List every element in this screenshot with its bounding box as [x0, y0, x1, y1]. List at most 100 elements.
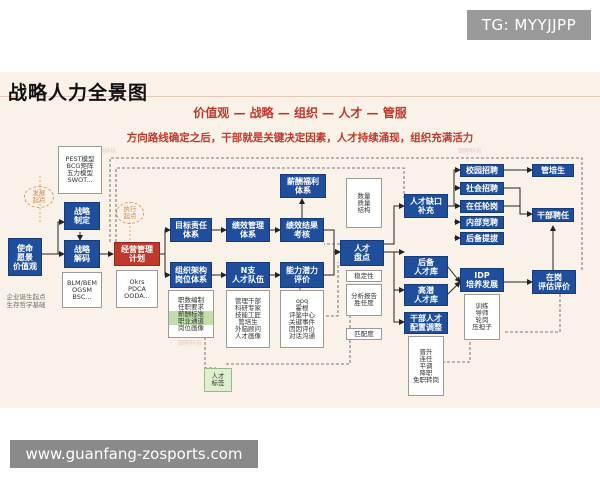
list-item: 数量 [357, 191, 371, 200]
list-item: 结构 [357, 205, 371, 214]
arrow [393, 252, 405, 293]
idp-item-list: 训练 导师 轮岗 压担子 [464, 294, 500, 340]
arrow [384, 203, 405, 245]
list-item: 压担子 [472, 323, 492, 331]
slide-title: 战略人力全景图 [8, 83, 149, 104]
adjust-item-list: 晋升 连任 平调 降职 免职转岗 [408, 336, 444, 396]
list-item: OGSM [72, 285, 92, 294]
list-item: 岗位画像 [178, 323, 204, 332]
list-item: 降职 [419, 368, 433, 377]
list-item: Okrs [129, 277, 145, 286]
node-management-trainee: 管培生 [532, 164, 574, 177]
node-mission-vision-values: 使命 愿景 价值观 [8, 238, 42, 276]
list-item: BSC... [72, 292, 92, 301]
list-item: PEST模型 [65, 155, 95, 163]
list-item: 薪酬标准 [169, 310, 213, 318]
node-reserve-promote: 后备提拔 [460, 232, 504, 245]
header-divider [0, 96, 600, 97]
list-item: SWOT... [67, 176, 93, 184]
ability-item-list: opq 霍根 评鉴中心 关键事件 因因评价 对话沟通 [280, 290, 324, 348]
inventory-bottom-list: 分析报告 胜任度 [346, 284, 382, 316]
list-item: 训练 [475, 302, 489, 310]
node-rotation: 在任轮岗 [460, 200, 504, 213]
node-performance-mgmt: 绩效管理 体系 [226, 218, 270, 242]
list-item: 五力模型 [67, 169, 93, 177]
list-item: 管培生 [238, 318, 258, 326]
list-item: 轮岗 [475, 316, 489, 324]
list-item: 晋升 [419, 347, 433, 356]
watermark: 御翔科技 [458, 148, 483, 155]
dev-start-oval: 发展 起点 [24, 186, 54, 208]
node-campus-recruit: 校园招聘 [460, 164, 504, 177]
feedback-dashed-line [504, 294, 561, 333]
node-onjob-evaluation: 在岗 评估评价 [532, 270, 576, 294]
inventory-top-list: 数量 质量 结构 [346, 178, 382, 228]
node-strategy-formulation: 战略 制定 [64, 202, 100, 230]
list-item: 霍根 [295, 304, 309, 312]
node-n-talent-teams: N支 人才队伍 [226, 262, 270, 288]
feedback-dashed-line [115, 167, 405, 242]
node-reserve-pool: 后备 人才库 [404, 256, 448, 278]
strategy-tool-list: PEST模型 BCG矩阵 五力模型 SWOT... [58, 146, 102, 194]
strategy-hr-panorama-slide: 战略人力全景图 价值观 — 战略 — 组织 — 人才 — 管服 方向路线确定之后… [0, 72, 600, 408]
inventory-match: 匹配度 [346, 328, 382, 340]
slide-subtitle: 方向路线确定之后，干部就是关键决定因素，人才持续涌现，组织充满活力 [126, 132, 474, 144]
list-item: BCG矩阵 [66, 162, 94, 170]
list-item: 技能工匠 [235, 311, 261, 319]
list-item: 免职转岗 [413, 375, 439, 384]
plan-tool-list: Okrs PDCA OODA... [116, 270, 158, 308]
list-item: 科研专家 [235, 304, 261, 312]
node-org-structure: 组织架构 岗位体系 [170, 262, 212, 288]
team-item-list: 管理干部 科研专家 技能工匠 管培生 外脑顾问 人才画像 [226, 290, 270, 348]
watermark: 御翔科技 [92, 148, 117, 155]
list-item: 职业通道 [169, 317, 213, 325]
node-ability-potential-eval: 能力潜力 评价 [280, 262, 324, 288]
arrow [447, 266, 461, 283]
exec-start-oval: 执行 起点 [116, 202, 144, 224]
node-business-plan: 经营管理 计划 [114, 242, 160, 266]
arrow [160, 227, 171, 255]
list-item: opq [295, 297, 309, 305]
list-item: 管理干部 [235, 297, 261, 305]
node-potential-pool: 高潜 人才库 [404, 284, 448, 306]
arrow [447, 281, 461, 295]
arrow [393, 290, 405, 325]
decode-tool-list: BLM/BEM OGSM BSC... [62, 272, 102, 308]
arrow [42, 219, 65, 255]
arrow [324, 229, 341, 255]
node-cadre-adjust: 干部人才 配置调整 [404, 312, 448, 334]
feedback-dashed-line [109, 157, 583, 272]
arrow [324, 249, 341, 276]
node-goal-responsibility: 目标责任 体系 [170, 218, 212, 242]
site-url-banner: www.guanfang-zosports.com [10, 440, 258, 468]
list-item: 任职要求 [178, 302, 204, 311]
node-cadre-appointment: 干部聘任 [532, 208, 574, 222]
list-item: 分析报告 [351, 292, 377, 300]
node-internal-compete: 内部竞聘 [460, 216, 504, 229]
list-item: OODA... [124, 291, 150, 300]
org-item-list: 职数编制 任职要求 薪酬标准 职业通道 岗位画像 [168, 290, 214, 338]
node-compensation: 薪酬福利 体系 [280, 174, 326, 198]
inventory-extra: 稳定性 [346, 270, 382, 282]
arrow [160, 253, 171, 278]
origin-note: 企业诞生起点 生存哲学基础 [6, 293, 46, 309]
node-talent-gap: 人才缺口 补充 [404, 194, 448, 218]
list-item: BLM/BEM [66, 278, 98, 287]
list-item: 胜任度 [354, 299, 374, 307]
list-item: PDCA [128, 284, 146, 293]
list-item: 人才画像 [235, 332, 261, 340]
feedback-dashed-line [226, 304, 351, 365]
node-idp: IDP 培养发展 [460, 268, 504, 292]
list-item: 评鉴中心 [289, 311, 315, 319]
node-strategy-decoding: 战略 解码 [64, 240, 100, 268]
node-talent-inventory: 人才 盘点 [340, 240, 384, 266]
telegram-label: TG: MYYJJPP [467, 10, 591, 40]
list-item: 对话沟通 [289, 332, 315, 340]
list-item: 连任 [419, 354, 433, 363]
list-item: 职数编制 [178, 295, 204, 304]
values-chain: 价值观 — 战略 — 组织 — 人才 — 管服 [193, 106, 407, 120]
arrow [504, 187, 533, 217]
watermark: 御翔科技 [178, 340, 203, 347]
list-item: 质量 [357, 198, 371, 207]
node-performance-assessment: 绩效结果 考核 [280, 218, 324, 242]
